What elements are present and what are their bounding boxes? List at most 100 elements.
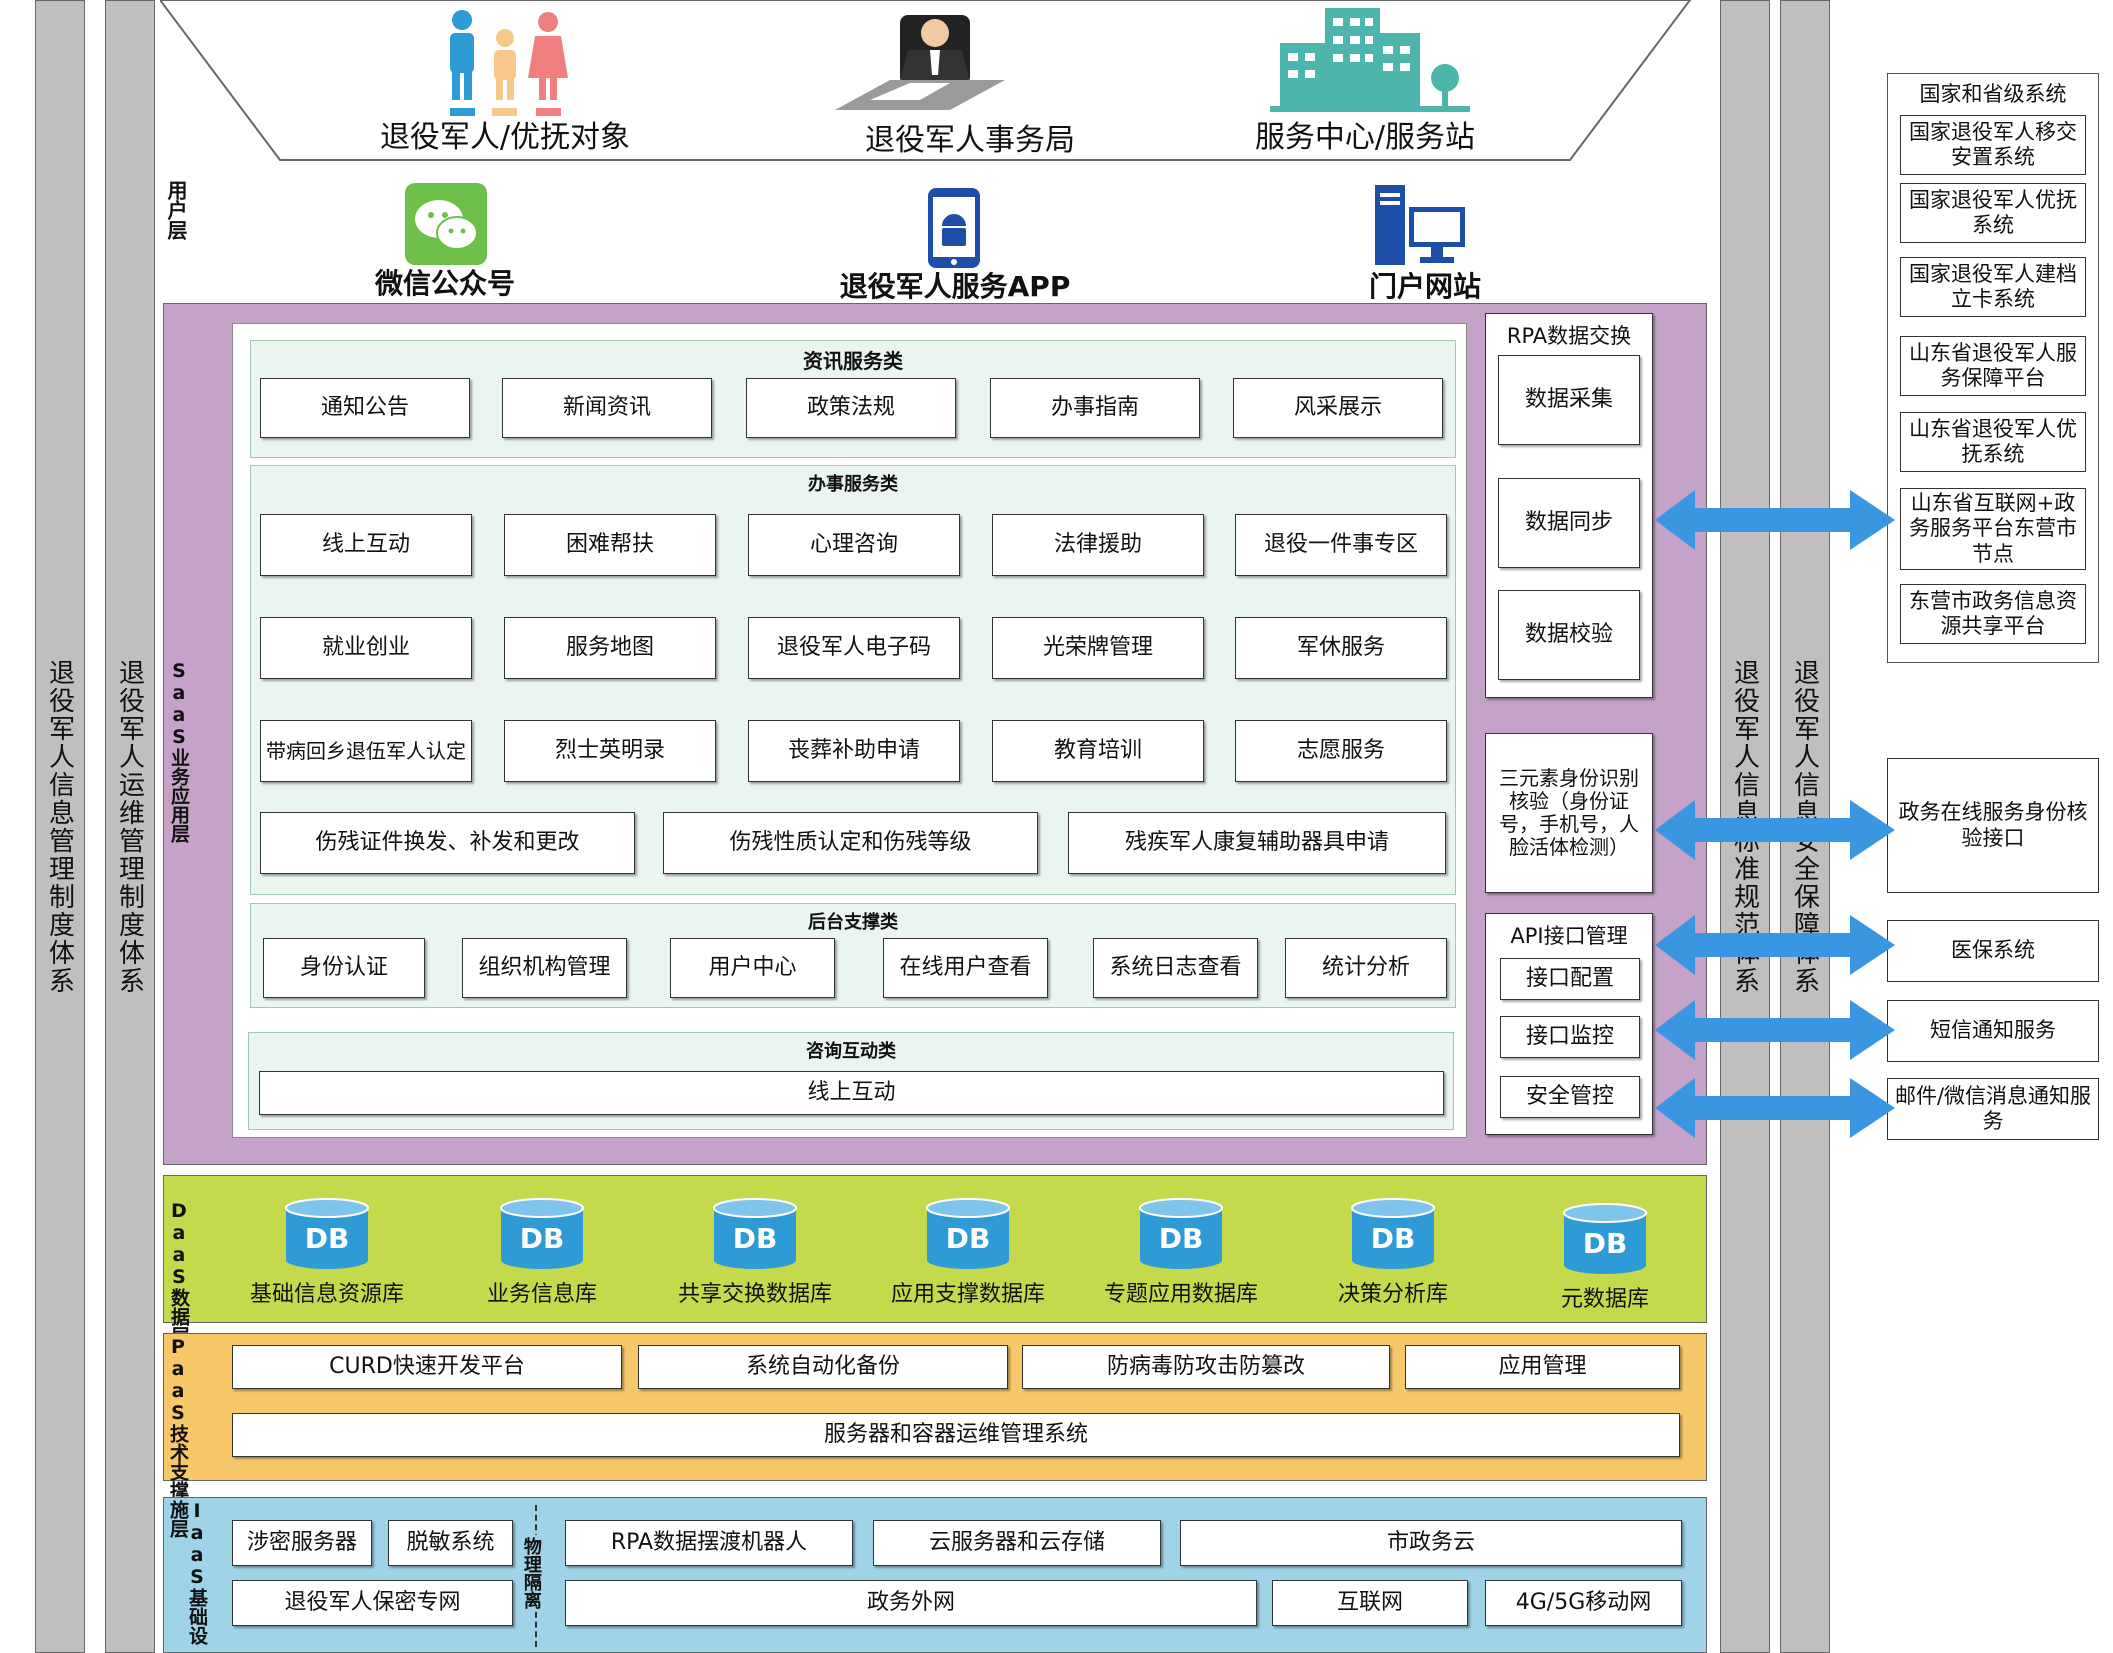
- affairs-honor-plaque[interactable]: 光荣牌管理: [992, 617, 1204, 679]
- user-layer-label: 用户层: [164, 180, 188, 240]
- db-decision-label: 决策分析库: [1337, 1282, 1448, 1307]
- ext-shandong-preferential[interactable]: 山东省退役军人优抚系统: [1900, 412, 2086, 472]
- people-icon: [450, 10, 568, 116]
- affairs-service-map[interactable]: 服务地图: [504, 617, 716, 679]
- backend-section: 后台支撑类: [250, 903, 1456, 1008]
- affairs-disability-certificate[interactable]: 伤残证件换发、补发和更改: [260, 812, 635, 874]
- building-icon: [1270, 8, 1470, 112]
- affairs-hardship-aid[interactable]: 困难帮扶: [504, 514, 716, 576]
- affairs-disability-rating[interactable]: 伤残性质认定和伤残等级: [663, 812, 1038, 874]
- saas-layer-label: SaaS业务应用层: [167, 660, 190, 843]
- arrow-left-icon: [1655, 490, 1730, 550]
- rpa-title: RPA数据交换: [1506, 324, 1632, 348]
- arrow-right-icon: [1850, 490, 1895, 550]
- affairs-retired-service[interactable]: 军休服务: [1235, 617, 1447, 679]
- daas-layer-label: DaaS数据层: [167, 1200, 190, 1345]
- service-policy[interactable]: 政策法规: [746, 378, 956, 438]
- iaas-city-cloud[interactable]: 市政务云: [1180, 1520, 1682, 1566]
- ext-national-profile[interactable]: 国家退役军人建档立卡系统: [1900, 257, 2086, 317]
- database-icon-label: DB: [1371, 1222, 1416, 1255]
- backend-user-center[interactable]: 用户中心: [670, 938, 835, 998]
- api-security[interactable]: 安全管控: [1500, 1076, 1640, 1118]
- db-business-info: DB 业务信息库: [467, 1198, 617, 1308]
- database-icon-label: DB: [1583, 1227, 1628, 1260]
- affairs-online-interaction[interactable]: 线上互动: [260, 514, 472, 576]
- affairs-martyrs-list[interactable]: 烈士英明录: [504, 720, 716, 782]
- android-app-icon: [928, 188, 980, 268]
- wechat-icon: [405, 183, 487, 265]
- arrow-right-icon: [1850, 1078, 1895, 1138]
- affairs-rehab-equipment[interactable]: 残疾军人康复辅助器具申请: [1068, 812, 1446, 874]
- ext-national-placement[interactable]: 国家退役军人移交安置系统: [1900, 115, 2086, 175]
- backend-statistics[interactable]: 统计分析: [1285, 938, 1447, 998]
- rpa-collect[interactable]: 数据采集: [1498, 355, 1640, 445]
- channel-app-label: 退役军人服务APP: [839, 270, 1071, 303]
- consult-online-interaction[interactable]: 线上互动: [259, 1071, 1444, 1115]
- left-bar-management-label: 退役军人信息管理制度体系: [44, 658, 75, 995]
- service-guide[interactable]: 办事指南: [990, 378, 1200, 438]
- arrow-left-icon: [1655, 915, 1730, 975]
- affairs-education[interactable]: 教育培训: [992, 720, 1204, 782]
- backend-system-log[interactable]: 系统日志查看: [1093, 938, 1258, 998]
- api-monitor[interactable]: 接口监控: [1500, 1016, 1640, 1058]
- ext-gov-identity-api[interactable]: 政务在线服务身份核验接口: [1887, 758, 2099, 893]
- consult-title: 咨询互动类: [806, 1041, 896, 1062]
- db-metadata-label: 元数据库: [1560, 1287, 1649, 1312]
- ext-medical-insurance[interactable]: 医保系统: [1887, 920, 2099, 982]
- paas-app-management[interactable]: 应用管理: [1405, 1345, 1680, 1389]
- iaas-desensitization[interactable]: 脱敏系统: [388, 1520, 513, 1566]
- affairs-employment[interactable]: 就业创业: [260, 617, 472, 679]
- arrow-left-icon: [1655, 800, 1730, 860]
- iaas-layer-label: IaaS基础设施层: [167, 1500, 208, 1645]
- ext-national-preferential[interactable]: 国家退役军人优抚系统: [1900, 183, 2086, 243]
- arrow-right-icon: [1850, 800, 1895, 860]
- rpa-verify[interactable]: 数据校验: [1498, 590, 1640, 680]
- api-title: API接口管理: [1510, 924, 1628, 948]
- service-news[interactable]: 新闻资讯: [502, 378, 712, 438]
- api-config[interactable]: 接口配置: [1500, 958, 1640, 1000]
- iaas-classified-server[interactable]: 涉密服务器: [232, 1520, 372, 1566]
- affairs-counseling[interactable]: 心理咨询: [748, 514, 960, 576]
- affairs-legal-aid[interactable]: 法律援助: [992, 514, 1204, 576]
- persona-service-center-label: 服务中心/服务站: [1254, 120, 1476, 155]
- backend-auth[interactable]: 身份认证: [263, 938, 425, 998]
- iaas-cloud-server[interactable]: 云服务器和云存储: [873, 1520, 1161, 1566]
- paas-curd-platform[interactable]: CURD快速开发平台: [232, 1345, 622, 1389]
- iaas-mobile-network[interactable]: 4G/5G移动网: [1485, 1580, 1682, 1626]
- info-services-title: 资讯服务类: [803, 349, 903, 373]
- database-icon: DB: [713, 1198, 797, 1269]
- ext-email-wechat-notification[interactable]: 邮件/微信消息通知服务: [1887, 1078, 2099, 1140]
- ext-shandong-service[interactable]: 山东省退役军人服务保障平台: [1900, 336, 2086, 396]
- ext-shandong-internet-plus[interactable]: 山东省互联网+政务服务平台东营市节点: [1900, 488, 2086, 570]
- paas-auto-backup[interactable]: 系统自动化备份: [638, 1345, 1008, 1389]
- affairs-volunteer[interactable]: 志愿服务: [1235, 720, 1447, 782]
- affairs-one-thing-zone[interactable]: 退役一件事专区: [1235, 514, 1447, 576]
- ext-sms-notification[interactable]: 短信通知服务: [1887, 1000, 2099, 1062]
- left-bar-management: 退役军人信息管理制度体系: [35, 0, 85, 1653]
- database-icon: DB: [926, 1198, 1010, 1269]
- service-showcase[interactable]: 风采展示: [1233, 378, 1443, 438]
- backend-online-users[interactable]: 在线用户查看: [883, 938, 1048, 998]
- paas-ops-system[interactable]: 服务器和容器运维管理系统: [232, 1413, 1680, 1457]
- iaas-rpa-robot[interactable]: RPA数据摆渡机器人: [565, 1520, 853, 1566]
- paas-layer-label: PaaS技术支撑层: [167, 1336, 189, 1519]
- backend-org[interactable]: 组织机构管理: [462, 938, 627, 998]
- paas-antivirus[interactable]: 防病毒防攻击防篡改: [1022, 1345, 1390, 1389]
- db-thematic-label: 专题应用数据库: [1103, 1282, 1258, 1307]
- iaas-classified-network[interactable]: 退役军人保密专网: [232, 1580, 513, 1626]
- service-notice[interactable]: 通知公告: [260, 378, 470, 438]
- database-icon-label: DB: [1159, 1222, 1204, 1255]
- iaas-gov-extranet[interactable]: 政务外网: [565, 1580, 1257, 1626]
- persona-bureau-label: 退役军人事务局: [865, 123, 1075, 158]
- rpa-sync[interactable]: 数据同步: [1498, 478, 1640, 568]
- arrow-left-icon: [1655, 1078, 1730, 1138]
- affairs-e-code[interactable]: 退役军人电子码: [748, 617, 960, 679]
- arrow-right-icon: [1850, 915, 1895, 975]
- iaas-internet[interactable]: 互联网: [1272, 1580, 1468, 1626]
- ext-dongying-sharing[interactable]: 东营市政务信息资源共享平台: [1900, 584, 2086, 644]
- identity-verification[interactable]: 三元素身份识别核验（身份证号，手机号，人脸活体检测）: [1485, 733, 1653, 893]
- affairs-illness-recognition[interactable]: 带病回乡退伍军人认定: [260, 720, 472, 782]
- affairs-funeral-subsidy[interactable]: 丧葬补助申请: [748, 720, 960, 782]
- backend-title: 后台支撑类: [808, 912, 898, 933]
- database-icon: DB: [1139, 1198, 1223, 1269]
